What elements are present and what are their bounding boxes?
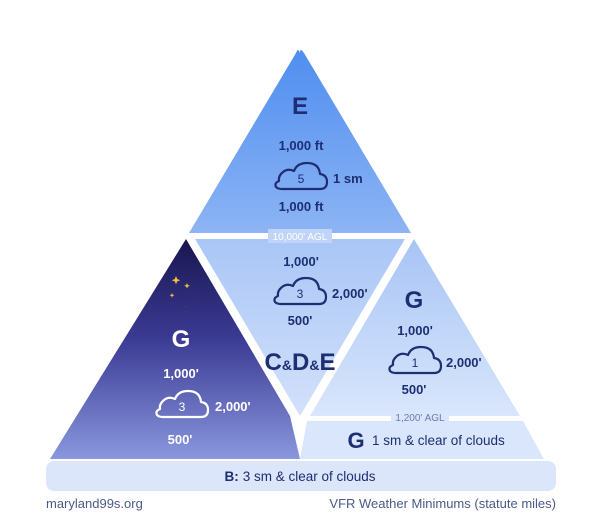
class-g-day-cloud-icon [388,345,443,375]
class-g-day-above: 1,000' [397,323,433,338]
divider-10000-label-bg [268,229,332,243]
class-e-letter-mid: E [319,349,335,376]
class-b-label: B: 3 sm & clear of clouds [224,469,375,484]
class-b-prefix: B: [224,469,238,484]
class-cde-below: 500' [288,313,313,328]
class-g-low-text: 1 sm & clear of clouds [372,433,505,448]
divider-1200-label-bg [391,411,449,424]
ampersand-2: & [309,357,319,373]
ampersand-1: & [282,357,292,373]
class-g-night-horizontal: 2,000' [215,399,251,414]
class-g-low-letter: G [347,428,364,453]
class-g-night-below: 500' [168,432,193,447]
class-d-letter: D [292,349,309,376]
class-g-day-region [310,239,520,416]
class-e-letter: E [292,93,308,120]
class-cde-above: 1,000' [283,254,319,269]
class-e-visibility: 5 [298,172,305,186]
class-g-night-region [50,239,300,459]
class-c-letter: C [265,349,282,376]
class-e-cloud-icon [274,161,329,191]
class-g-low-region [300,421,544,459]
class-cde-cloud-icon [273,276,328,306]
class-g-day-horizontal: 2,000' [446,355,482,370]
class-b-band [46,461,556,491]
divider-1200-label: 1,200' AGL [395,413,445,424]
class-e-below: 1,000 ft [279,199,324,214]
class-g-night-letter: G [172,326,191,353]
class-cde-letters: C&D&E [265,349,336,376]
class-g-night-visibility: 3 [179,400,186,414]
class-e-above: 1,000 ft [279,138,324,153]
class-g-day-letter: G [405,287,424,314]
class-cde-visibility: 3 [297,287,304,301]
class-g-day-below: 500' [402,382,427,397]
class-e-unit: 1 sm [333,171,363,186]
class-b-text: 3 sm & clear of clouds [243,469,376,484]
divider-10000-label: 10,000' AGL [273,232,328,243]
class-g-day-visibility: 1 [412,356,419,370]
class-g-night-above: 1,000' [163,366,199,381]
class-g-night-cloud-icon [155,389,210,419]
footer-right-text: VFR Weather Minimums (statute miles) [329,496,556,511]
class-cde-region [195,239,405,416]
moon-stars-icon [169,276,197,307]
class-cde-horizontal: 2,000' [332,286,368,301]
class-e-region [189,50,411,233]
footer-left-text: maryland99s.org [46,496,143,511]
